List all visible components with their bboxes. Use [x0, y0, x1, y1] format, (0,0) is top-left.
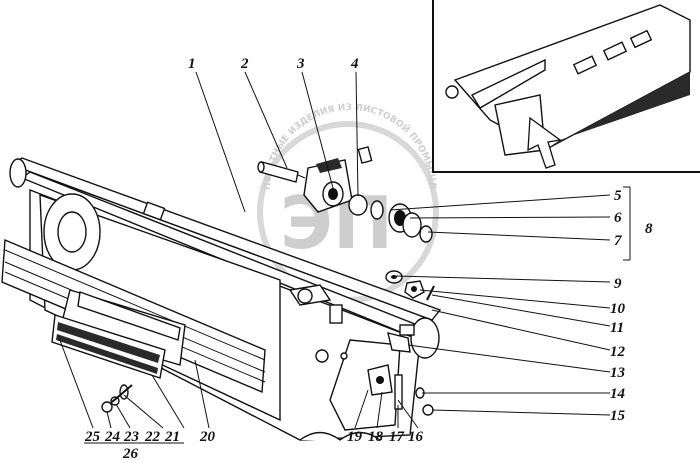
inset-view — [432, 0, 700, 173]
callout-6: 6 — [614, 210, 622, 226]
callout-16: 16 — [408, 429, 424, 445]
callout-20: 20 — [199, 429, 216, 445]
callout-24: 24 — [104, 429, 121, 445]
callout-14: 14 — [610, 386, 626, 402]
callout-25: 25 — [84, 429, 101, 445]
callout-21: 21 — [164, 429, 180, 445]
callout-8: 8 — [645, 221, 653, 237]
rollers-and-bolts — [315, 332, 434, 416]
callout-18: 18 — [368, 429, 384, 445]
bearing-stack — [348, 194, 433, 243]
callout-17: 17 — [389, 429, 405, 445]
callout-10: 10 — [610, 301, 626, 317]
callout-5: 5 — [614, 188, 622, 204]
callout-labels: 1 2 3 4 5 6 8 7 9 10 11 12 13 14 15 16 1… — [84, 56, 653, 462]
leader-lines — [57, 71, 631, 444]
callout-15: 15 — [610, 408, 626, 424]
callout-11: 11 — [610, 320, 624, 336]
washer-9 — [385, 270, 403, 284]
callout-12: 12 — [610, 344, 626, 360]
callout-26: 26 — [122, 446, 139, 462]
callout-19: 19 — [347, 429, 363, 445]
callout-1: 1 — [188, 56, 196, 72]
toothed-rail — [51, 314, 166, 379]
callout-13: 13 — [610, 365, 626, 381]
watermark-arc-text: ПЕЧАТНЫЕ ИЗДЕЛИЯ ИЗ ЛИСТОВОЙ ПРОМЫШЛЕННО… — [0, 0, 437, 190]
pin-11 — [426, 285, 435, 301]
callout-2: 2 — [240, 56, 249, 72]
nut-10 — [404, 280, 425, 299]
callout-23: 23 — [123, 429, 140, 445]
shaft-part — [257, 161, 306, 183]
callout-4: 4 — [350, 56, 359, 72]
callout-22: 22 — [144, 429, 161, 445]
callout-3: 3 — [296, 56, 305, 72]
callout-9: 9 — [614, 276, 622, 292]
bracket-part — [303, 146, 373, 213]
fasteners-group — [101, 384, 133, 413]
callout-7: 7 — [614, 233, 622, 249]
